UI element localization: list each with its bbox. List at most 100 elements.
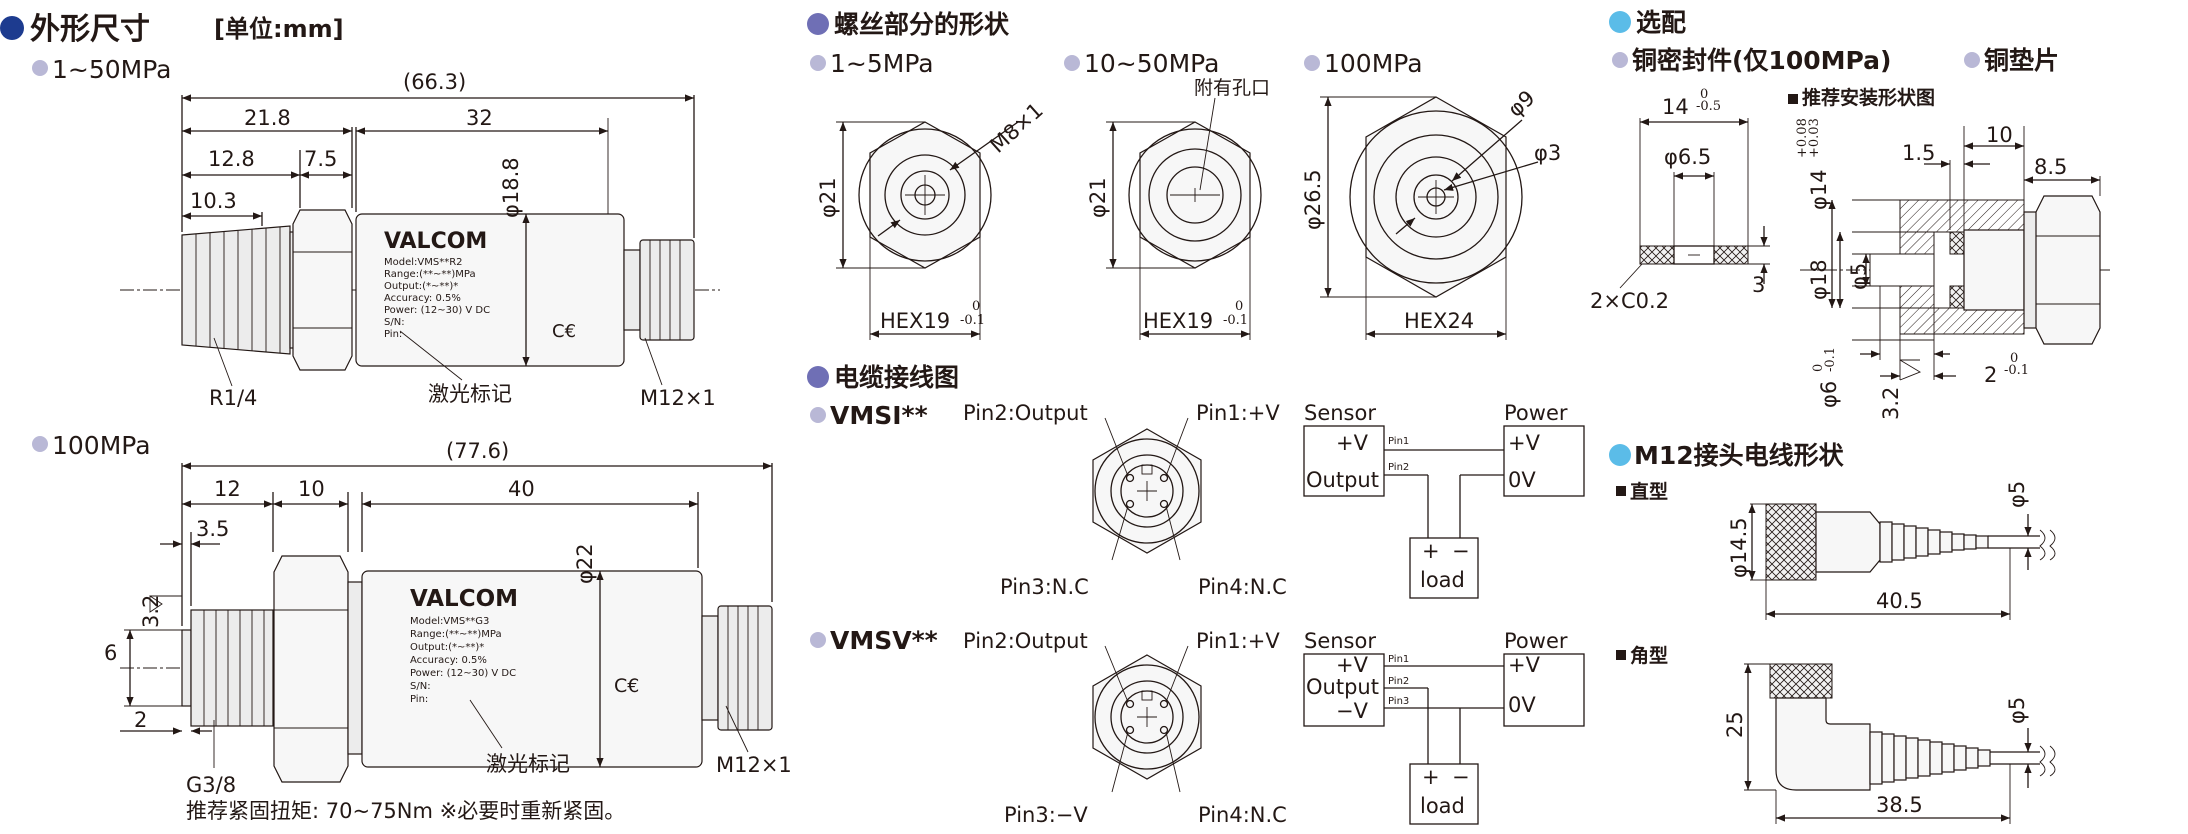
np-line: Power: (12~30) V DC [410,668,516,679]
angle-label: 角型 [1630,644,1668,667]
pin-label: Pin3:N.C [1000,575,1089,599]
sensor-output-label: Output [1306,468,1379,492]
m12-connector [639,239,695,341]
pin-label: Pin3:−V [1004,803,1088,827]
pin-label: Pin1:+V [1196,401,1280,425]
sub-bullet-icon [1612,52,1628,68]
sensor-label: Sensor [1304,401,1376,425]
laser-callout: 激光标记 [428,382,512,406]
dim-cable: φ5 [2005,697,2029,724]
load-plus: + [1422,765,1440,789]
sub-bullet-icon [810,55,826,71]
tol-bot: -0.1 [1823,347,1838,372]
np-line: Power: (12~30) V DC [384,305,490,316]
np-line: Range:(**~**)MPa [384,269,476,280]
sensor-label: Sensor [1304,629,1376,653]
bullet-icon [807,13,829,35]
dim-label: 32 [466,106,493,130]
tol-bot: -0.5 [1696,99,1721,114]
dim-label: 1.5 [1902,141,1935,165]
wiring-title: 电缆接线图 [834,363,959,392]
conn-callout: M12×1 [640,386,716,410]
thread-section: 螺丝部分的形状 1~5MPa M8×1 φ21 HEX19 0 -0.1 [807,10,1561,340]
np-line: Pin: [384,329,402,340]
hex-body [292,209,353,371]
outline-section: 外形尺寸 [单位:mm] 1~50MPa [0,12,792,823]
dim-label: 10 [1986,123,2013,147]
power-plus-label: +V [1508,431,1541,455]
strain-relief [1869,731,1991,785]
dim-dia: φ22 [573,543,597,584]
dim-len: 40.5 [1876,589,1923,613]
straight-label: 直型 [1630,480,1668,503]
square-bullet-icon [1616,486,1626,496]
dim-len: 38.5 [1876,793,1923,817]
tol-bot: -0.1 [960,313,985,328]
brand-logo: VALCOM [384,229,487,254]
dim-label: 40 [508,477,535,501]
dim-label: 10 [298,477,325,501]
m12-title: M12接头电线形状 [1634,441,1845,470]
wire-pin2: Pin2 [1388,676,1409,687]
dim-label: φ18 [1807,259,1831,300]
wire-pin1: Pin1 [1388,436,1409,447]
strain-relief [1879,521,1989,563]
dim-label: 12 [214,477,241,501]
vmsv-label: VMSV** [830,626,938,655]
sensor-b-label: 100MPa [52,431,151,460]
brand-logo: VALCOM [410,586,518,612]
thread-r14 [181,225,291,355]
dim-dia: φ18.8 [499,157,523,218]
pin-label: Pin4:N.C [1198,803,1287,827]
square-bullet-icon [1616,650,1626,660]
thread-callout: G3/8 [186,773,236,797]
vmsv-connector: Pin2:Output Pin1:+V Pin3:−V Pin4:N.C [963,629,1287,827]
np-line: Model:VMS**G3 [410,616,489,627]
dim-label: 3 [1752,273,1765,297]
thread-spec: M8×1 [985,98,1047,158]
thread-callout: R1/4 [209,386,257,410]
np-line: S/N: [410,681,431,692]
thread-view-1: M8×1 φ21 HEX19 0 -0.1 [816,98,1048,340]
dim-label: 3.2 [1879,387,1903,420]
unit-label: [单位:mm] [214,15,344,43]
dim-label: φ6.5 [1664,145,1711,169]
load-label: load [1420,568,1465,592]
dim-label: 12.8 [208,147,255,171]
sub-bullet-icon [1064,55,1080,71]
tol-bot: -0.1 [1223,313,1248,328]
tol-top: 0 [2010,351,2018,366]
thread-g38 [190,609,274,727]
load-box [1409,537,1479,599]
dim-label: 8.5 [2034,155,2067,179]
tol-top: 0 [1811,364,1826,372]
dim-cable: φ5 [2005,481,2029,508]
dim-label: φ6 [1817,381,1841,408]
dim-label: 2 [1984,363,1997,387]
dim-label: 6 [104,641,117,665]
dim-inner: φ3 [1534,141,1561,165]
sensor-minus-label: −V [1336,699,1369,723]
sensor-b-drawing: VALCOM Model:VMS**G3 Range:(**~**)MPa Ou… [104,439,792,823]
tol-bot: -0.1 [2004,363,2029,378]
tol-top: 0 [1700,87,1708,102]
sensor-a-label: 1~50MPa [52,55,172,84]
view-label: 10~50MPa [1084,49,1219,78]
dim-label: 10.3 [190,189,237,213]
bullet-icon [0,16,24,40]
seal-label: 铜密封件(仅100MPa) [1632,46,1891,75]
sensor-a-drawing: VALCOM Model:VMS**R2 Range:(**~**)MPa Ou… [120,70,720,410]
pin-label: Pin4:N.C [1198,575,1287,599]
conn-callout: M12×1 [716,753,792,777]
vmsv-circuit: Sensor Power +V Output −V +V 0V Pin1 Pin… [1303,629,1585,825]
thread-view-3: φ9 φ3 φ26.5 HEX24 [1301,86,1561,340]
vmsi-connector: Pin2:Output Pin1:+V Pin3:N.C Pin4:N.C [963,401,1287,599]
install-label: 推荐安装形状图 [1802,86,1935,109]
dim-overall: (66.3) [403,70,466,94]
dim-label: 14 [1662,95,1689,119]
np-line: Output:(*~**)* [410,642,484,653]
install-drawing: φ14 +0.08 +0.03 φ18 φ5 φ6 0 -0.1 1.5 10 [1795,118,2110,420]
dim-label: φ5 [1847,263,1871,290]
load-box [1409,763,1479,825]
